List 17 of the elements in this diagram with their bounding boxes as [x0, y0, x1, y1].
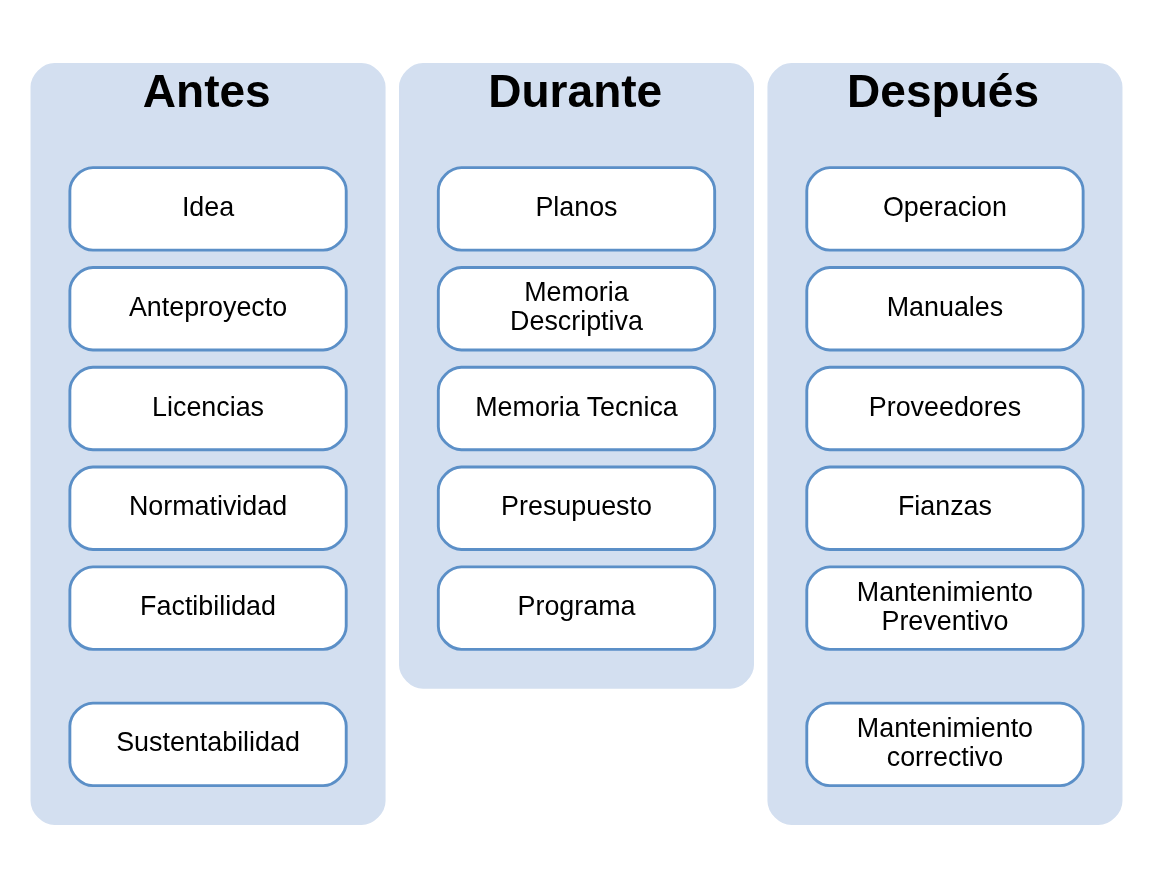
node-box: Sustentabilidad [68, 701, 348, 788]
node-box: Anteproyecto [68, 266, 348, 352]
node-box: Memoria Descriptiva [436, 266, 717, 352]
node-box: Operacion [805, 166, 1085, 252]
node-box: Normatividad [68, 465, 348, 551]
node-box: Mantenimiento correctivo [805, 701, 1085, 788]
node-box: Mantenimiento Preventivo [805, 565, 1085, 651]
node-box: Licencias [68, 365, 348, 452]
node-box: Memoria Tecnica [436, 365, 717, 452]
node-box: Proveedores [805, 365, 1085, 452]
node-box: Manuales [805, 266, 1085, 352]
node-box: Presupuesto [436, 465, 717, 551]
node-box: Programa [436, 565, 717, 651]
node-box: Planos [436, 166, 717, 252]
node-box: Idea [68, 166, 348, 252]
node-box: Fianzas [805, 465, 1085, 551]
node-box: Factibilidad [68, 565, 348, 651]
